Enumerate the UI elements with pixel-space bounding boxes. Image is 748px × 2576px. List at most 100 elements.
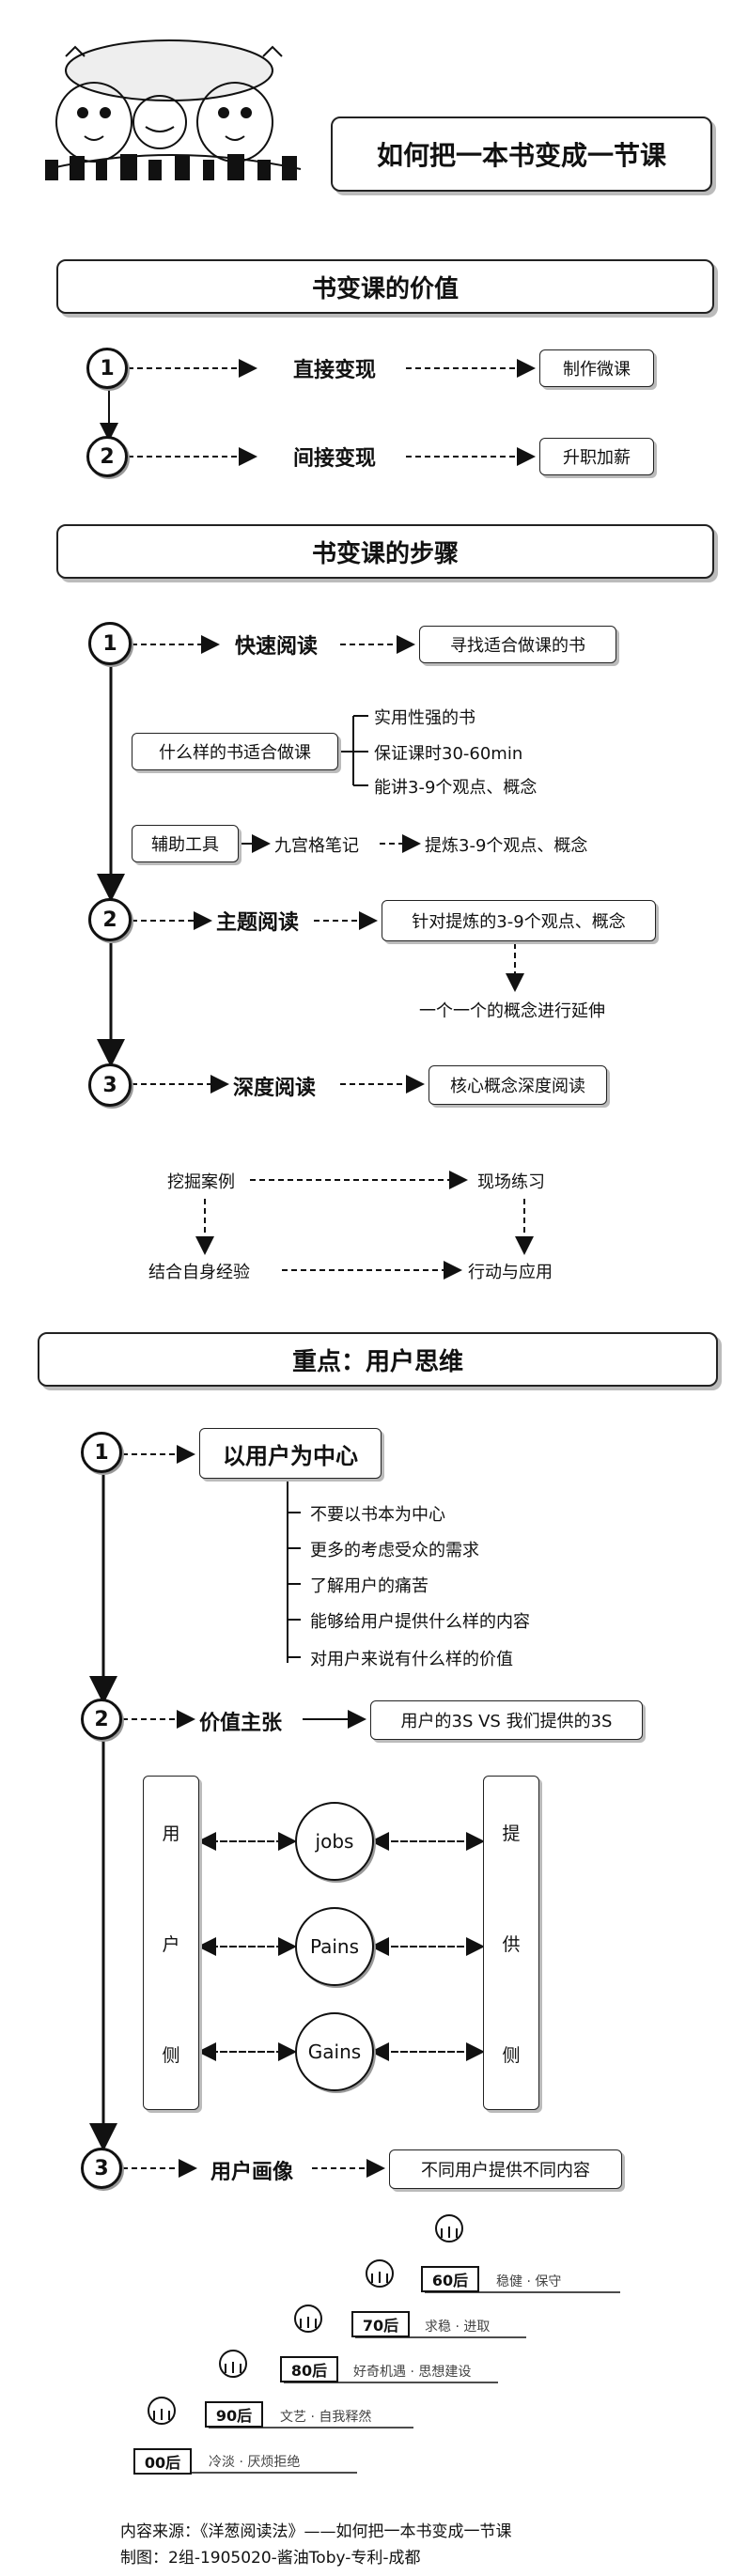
- generation-80-note: 好奇机遇 · 思想建设: [353, 2365, 472, 2380]
- steps-step-3-label: 深度阅读: [233, 1077, 317, 1100]
- value-step-2-circle: 2: [86, 436, 128, 477]
- pains-circle: Pains: [295, 1907, 374, 1986]
- steps-step-3-result: 核心概念深度阅读: [429, 1065, 607, 1105]
- generation-90-avatar-icon: [212, 2349, 254, 2386]
- criteria-item-1: 实用性强的书: [374, 708, 475, 728]
- generation-90-label: 90后: [215, 2407, 253, 2425]
- provider-side-char-3: 侧: [502, 2044, 521, 2066]
- section-user-title-text: 重点：用户思维: [291, 1347, 463, 1376]
- generation-70-avatar-icon: [359, 2258, 400, 2296]
- user-step-1-num: 1: [94, 1440, 109, 1465]
- pains-label: Pains: [309, 1935, 360, 1958]
- generation-00-note: 冷淡 · 厌烦拒绝: [209, 2455, 301, 2470]
- generation-80-step: 80后: [280, 2356, 338, 2382]
- user-step-3-result: 不同用户提供不同内容: [389, 2149, 622, 2189]
- user-step-1-circle: 1: [81, 1432, 122, 1473]
- value-step-1-circle: 1: [86, 348, 128, 389]
- generation-00-step: 00后: [133, 2448, 192, 2475]
- steps-step-3-num: 3: [102, 1073, 117, 1097]
- user-step-3-num: 3: [94, 2156, 109, 2180]
- steps-step-2-extend: 一个一个的概念进行延伸: [419, 1001, 605, 1021]
- generation-70-note: 求稳 · 进取: [425, 2320, 491, 2335]
- steps-step-1-num: 1: [102, 631, 117, 656]
- generation-70-label: 70后: [362, 2317, 399, 2335]
- provider-side-char-1: 提: [502, 1823, 521, 1844]
- value-step-1-label: 直接变现: [293, 359, 377, 382]
- question-text: 什么样的书适合做课: [159, 743, 311, 763]
- generation-90-step: 90后: [205, 2401, 263, 2428]
- question-box: 什么样的书适合做课: [132, 733, 338, 770]
- user-step-2-num: 2: [94, 1707, 109, 1731]
- section-steps-title-text: 书变课的步骤: [311, 539, 459, 568]
- page-title: 如何把一本书变成一节课: [331, 116, 712, 192]
- criteria-item-3: 能讲3-9个观点、概念: [374, 778, 538, 798]
- user-step-3-circle: 3: [81, 2148, 122, 2189]
- user-point-1: 不要以书本为中心: [310, 1505, 445, 1525]
- user-step-2-label: 价值主张: [199, 1712, 283, 1735]
- user-point-3: 了解用户的痛苦: [310, 1576, 429, 1596]
- steps-step-3-result-text: 核心概念深度阅读: [450, 1077, 585, 1096]
- user-step-2-result-text: 用户的3S VS 我们提供的3S: [400, 1712, 613, 1731]
- steps-step-2-result: 针对提炼的3-9个观点、概念: [382, 900, 656, 941]
- generation-60-step: 60后: [421, 2266, 479, 2292]
- user-side-char-1: 用: [162, 1823, 180, 1844]
- cycle-dig-cases: 挖掘案例: [167, 1172, 235, 1192]
- value-step-1-num: 1: [100, 356, 115, 380]
- user-point-2: 更多的考虑受众的需求: [310, 1541, 479, 1560]
- tool-box: 辅助工具: [132, 825, 239, 862]
- steps-step-2-circle: 2: [88, 898, 132, 941]
- user-side-char-3: 侧: [162, 2044, 180, 2066]
- footer-credit: 制图：2组-1905020-酱油Toby-专利-成都: [120, 2549, 421, 2568]
- user-step-2-result: 用户的3S VS 我们提供的3S: [370, 1700, 643, 1740]
- page-title-text: 如何把一本书变成一节课: [376, 140, 666, 171]
- steps-step-2-num: 2: [102, 908, 117, 932]
- tool-text: 辅助工具: [151, 835, 219, 855]
- section-value-title: 书变课的价值: [56, 259, 714, 314]
- value-step-2-result-text: 升职加薪: [563, 448, 631, 468]
- user-step-1-box: 以用户为中心: [199, 1428, 382, 1479]
- value-step-2-result: 升职加薪: [539, 438, 654, 475]
- header-doodle-illustration: [45, 39, 302, 180]
- value-step-2-label: 间接变现: [293, 447, 377, 471]
- steps-step-2-result-text: 针对提炼的3-9个观点、概念: [412, 912, 626, 932]
- jobs-circle: jobs: [295, 1802, 374, 1881]
- user-step-1-label: 以用户为中心: [223, 1442, 358, 1469]
- footer-source: 内容来源：《洋葱阅读法》——如何把一本书变成一节课: [120, 2522, 512, 2541]
- generation-90-note: 文艺 · 自我释然: [280, 2410, 372, 2425]
- cycle-own-experience: 结合自身经验: [148, 1263, 250, 1282]
- steps-step-3-circle: 3: [88, 1063, 132, 1107]
- steps-step-1-circle: 1: [88, 622, 132, 665]
- gains-circle: Gains: [295, 2012, 374, 2091]
- section-user-title: 重点：用户思维: [38, 1332, 718, 1387]
- generation-00-label: 00后: [144, 2454, 181, 2472]
- tool-method: 九宫格笔记: [274, 836, 359, 856]
- generation-60-label: 60后: [431, 2272, 469, 2289]
- gains-label: Gains: [307, 2041, 362, 2063]
- user-step-3-label: 用户画像: [210, 2161, 294, 2184]
- criteria-item-2: 保证课时30-60min: [374, 744, 523, 764]
- tool-result: 提炼3-9个观点、概念: [425, 836, 588, 856]
- steps-step-2-label: 主题阅读: [216, 911, 300, 935]
- steps-step-1-result: 寻找适合做课的书: [419, 626, 616, 663]
- value-step-2-num: 2: [100, 444, 115, 469]
- user-step-2-circle: 2: [81, 1699, 122, 1740]
- cycle-action: 行动与应用: [468, 1263, 553, 1282]
- section-value-title-text: 书变课的价值: [311, 274, 459, 303]
- cycle-practice: 现场练习: [477, 1172, 545, 1192]
- generation-60-avatar-icon: [429, 2213, 470, 2251]
- user-point-5: 对用户来说有什么样的价值: [310, 1650, 513, 1669]
- jobs-label: jobs: [315, 1830, 354, 1853]
- section-steps-title: 书变课的步骤: [56, 524, 714, 579]
- user-step-3-result-text: 不同用户提供不同内容: [421, 2161, 590, 2180]
- provider-side-char-2: 供: [502, 1933, 521, 1955]
- generation-80-label: 80后: [290, 2362, 328, 2380]
- steps-step-1-label: 快速阅读: [235, 635, 319, 659]
- value-step-1-result: 制作微课: [539, 349, 654, 387]
- generation-70-step: 70后: [351, 2311, 410, 2337]
- generation-80-avatar-icon: [288, 2304, 329, 2341]
- provider-side-box: 提 供 侧: [483, 1776, 539, 2110]
- user-side-char-2: 户: [162, 1933, 180, 1955]
- user-side-box: 用 户 侧: [143, 1776, 199, 2110]
- value-step-1-result-text: 制作微课: [563, 360, 631, 380]
